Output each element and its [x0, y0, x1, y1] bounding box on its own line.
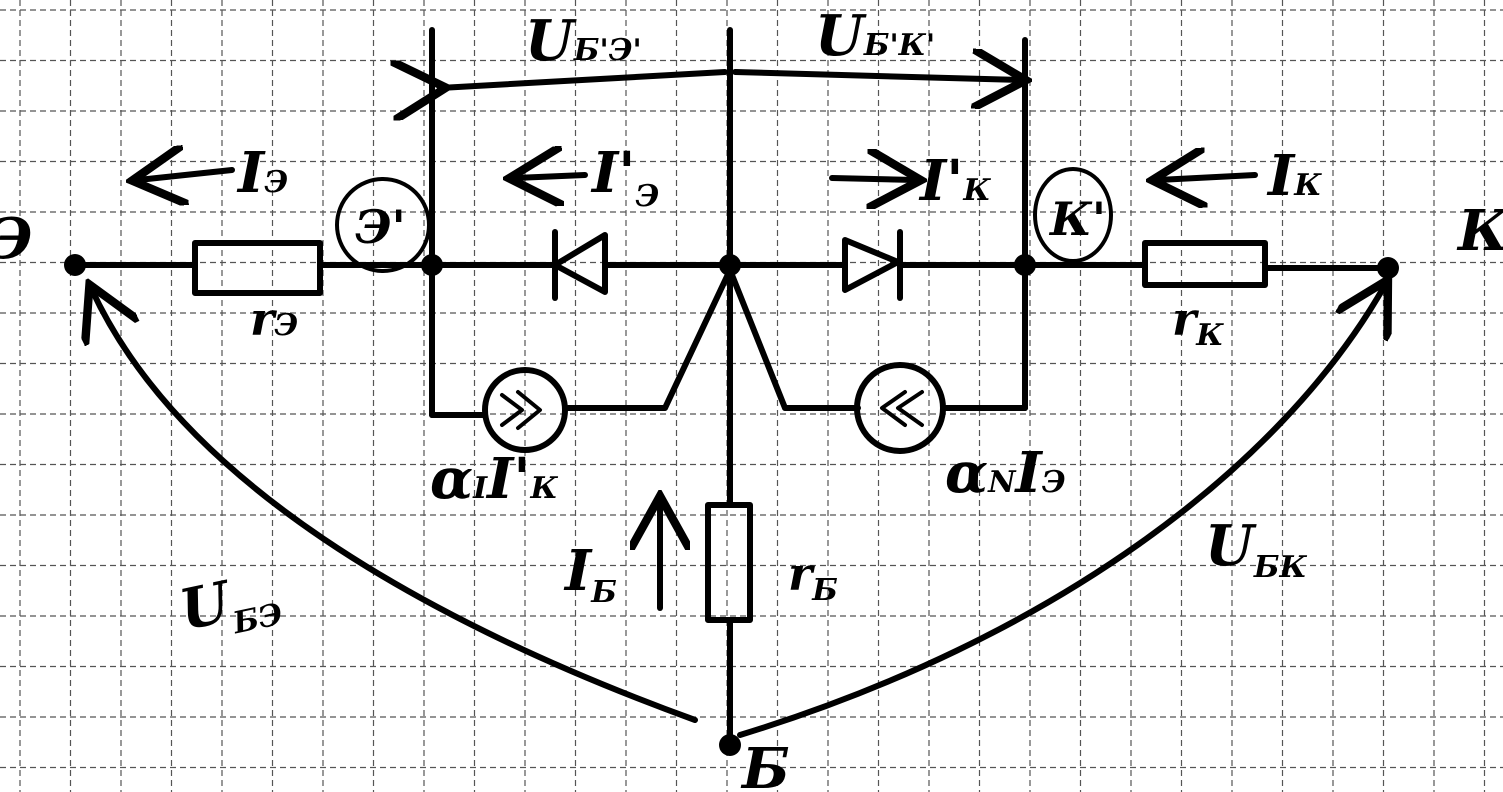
base-resistor-label: rБ	[788, 547, 838, 608]
collector-terminal-label: К	[1456, 198, 1503, 264]
inverse-source-label: αII'К	[430, 446, 558, 512]
collector-resistor-label: rК	[1172, 292, 1224, 353]
emitter-internal-label: Э'	[355, 200, 406, 254]
base-terminal-label: Б	[740, 736, 790, 792]
emitter-resistor-label: rЭ	[250, 292, 298, 346]
normal-current-source	[854, 362, 946, 454]
voltage-be-internal-label: UБ'Э'	[525, 8, 642, 74]
collector-internal-label: К'	[1048, 192, 1106, 246]
emitter-internal-dot	[421, 254, 443, 276]
emitter-terminal-dot	[64, 254, 86, 276]
collector-internal-current-label: I'К	[918, 148, 991, 214]
normal-source-branch	[727, 267, 1028, 411]
voltage-arrow-bc-internal	[732, 72, 1020, 80]
emitter-terminal-label: Э	[0, 206, 33, 272]
emitter-internal-current-arrow	[515, 175, 588, 178]
emitter-internal-node-mark	[335, 177, 431, 273]
base-resistor	[705, 502, 753, 623]
inverse-current-source	[482, 367, 568, 453]
collector-current-label: IК	[1266, 143, 1322, 209]
voltage-be-label: UБЭ	[174, 559, 286, 652]
collector-internal-node-mark	[1033, 167, 1113, 263]
emitter-internal-current-label: I'Э	[590, 140, 659, 214]
base-internal-dot	[719, 254, 741, 276]
collector-internal-current-arrow	[829, 178, 915, 180]
normal-source-label: αNIЭ	[945, 440, 1066, 506]
inverse-source-branch	[429, 267, 733, 418]
emitter-diode	[552, 229, 608, 301]
emitter-resistor	[192, 240, 323, 296]
base-current-label: IБ	[563, 538, 617, 610]
collector-terminal-dot	[1377, 257, 1399, 279]
collector-diode	[842, 229, 903, 301]
base-terminal-dot	[719, 734, 741, 756]
voltage-bc-internal-label: UБ'К'	[815, 3, 935, 69]
collector-internal-dot	[1014, 254, 1036, 276]
collector-resistor	[1142, 240, 1268, 288]
emitter-current-label: IЭ	[236, 140, 288, 206]
voltage-arrow-be-internal	[440, 72, 728, 88]
voltage-arc-be	[92, 290, 698, 723]
voltage-arc-bc	[737, 285, 1385, 738]
collector-current-arrow	[1158, 175, 1258, 180]
emitter-current-arrow	[138, 170, 235, 180]
voltage-bc-label: UБК	[1205, 513, 1307, 585]
